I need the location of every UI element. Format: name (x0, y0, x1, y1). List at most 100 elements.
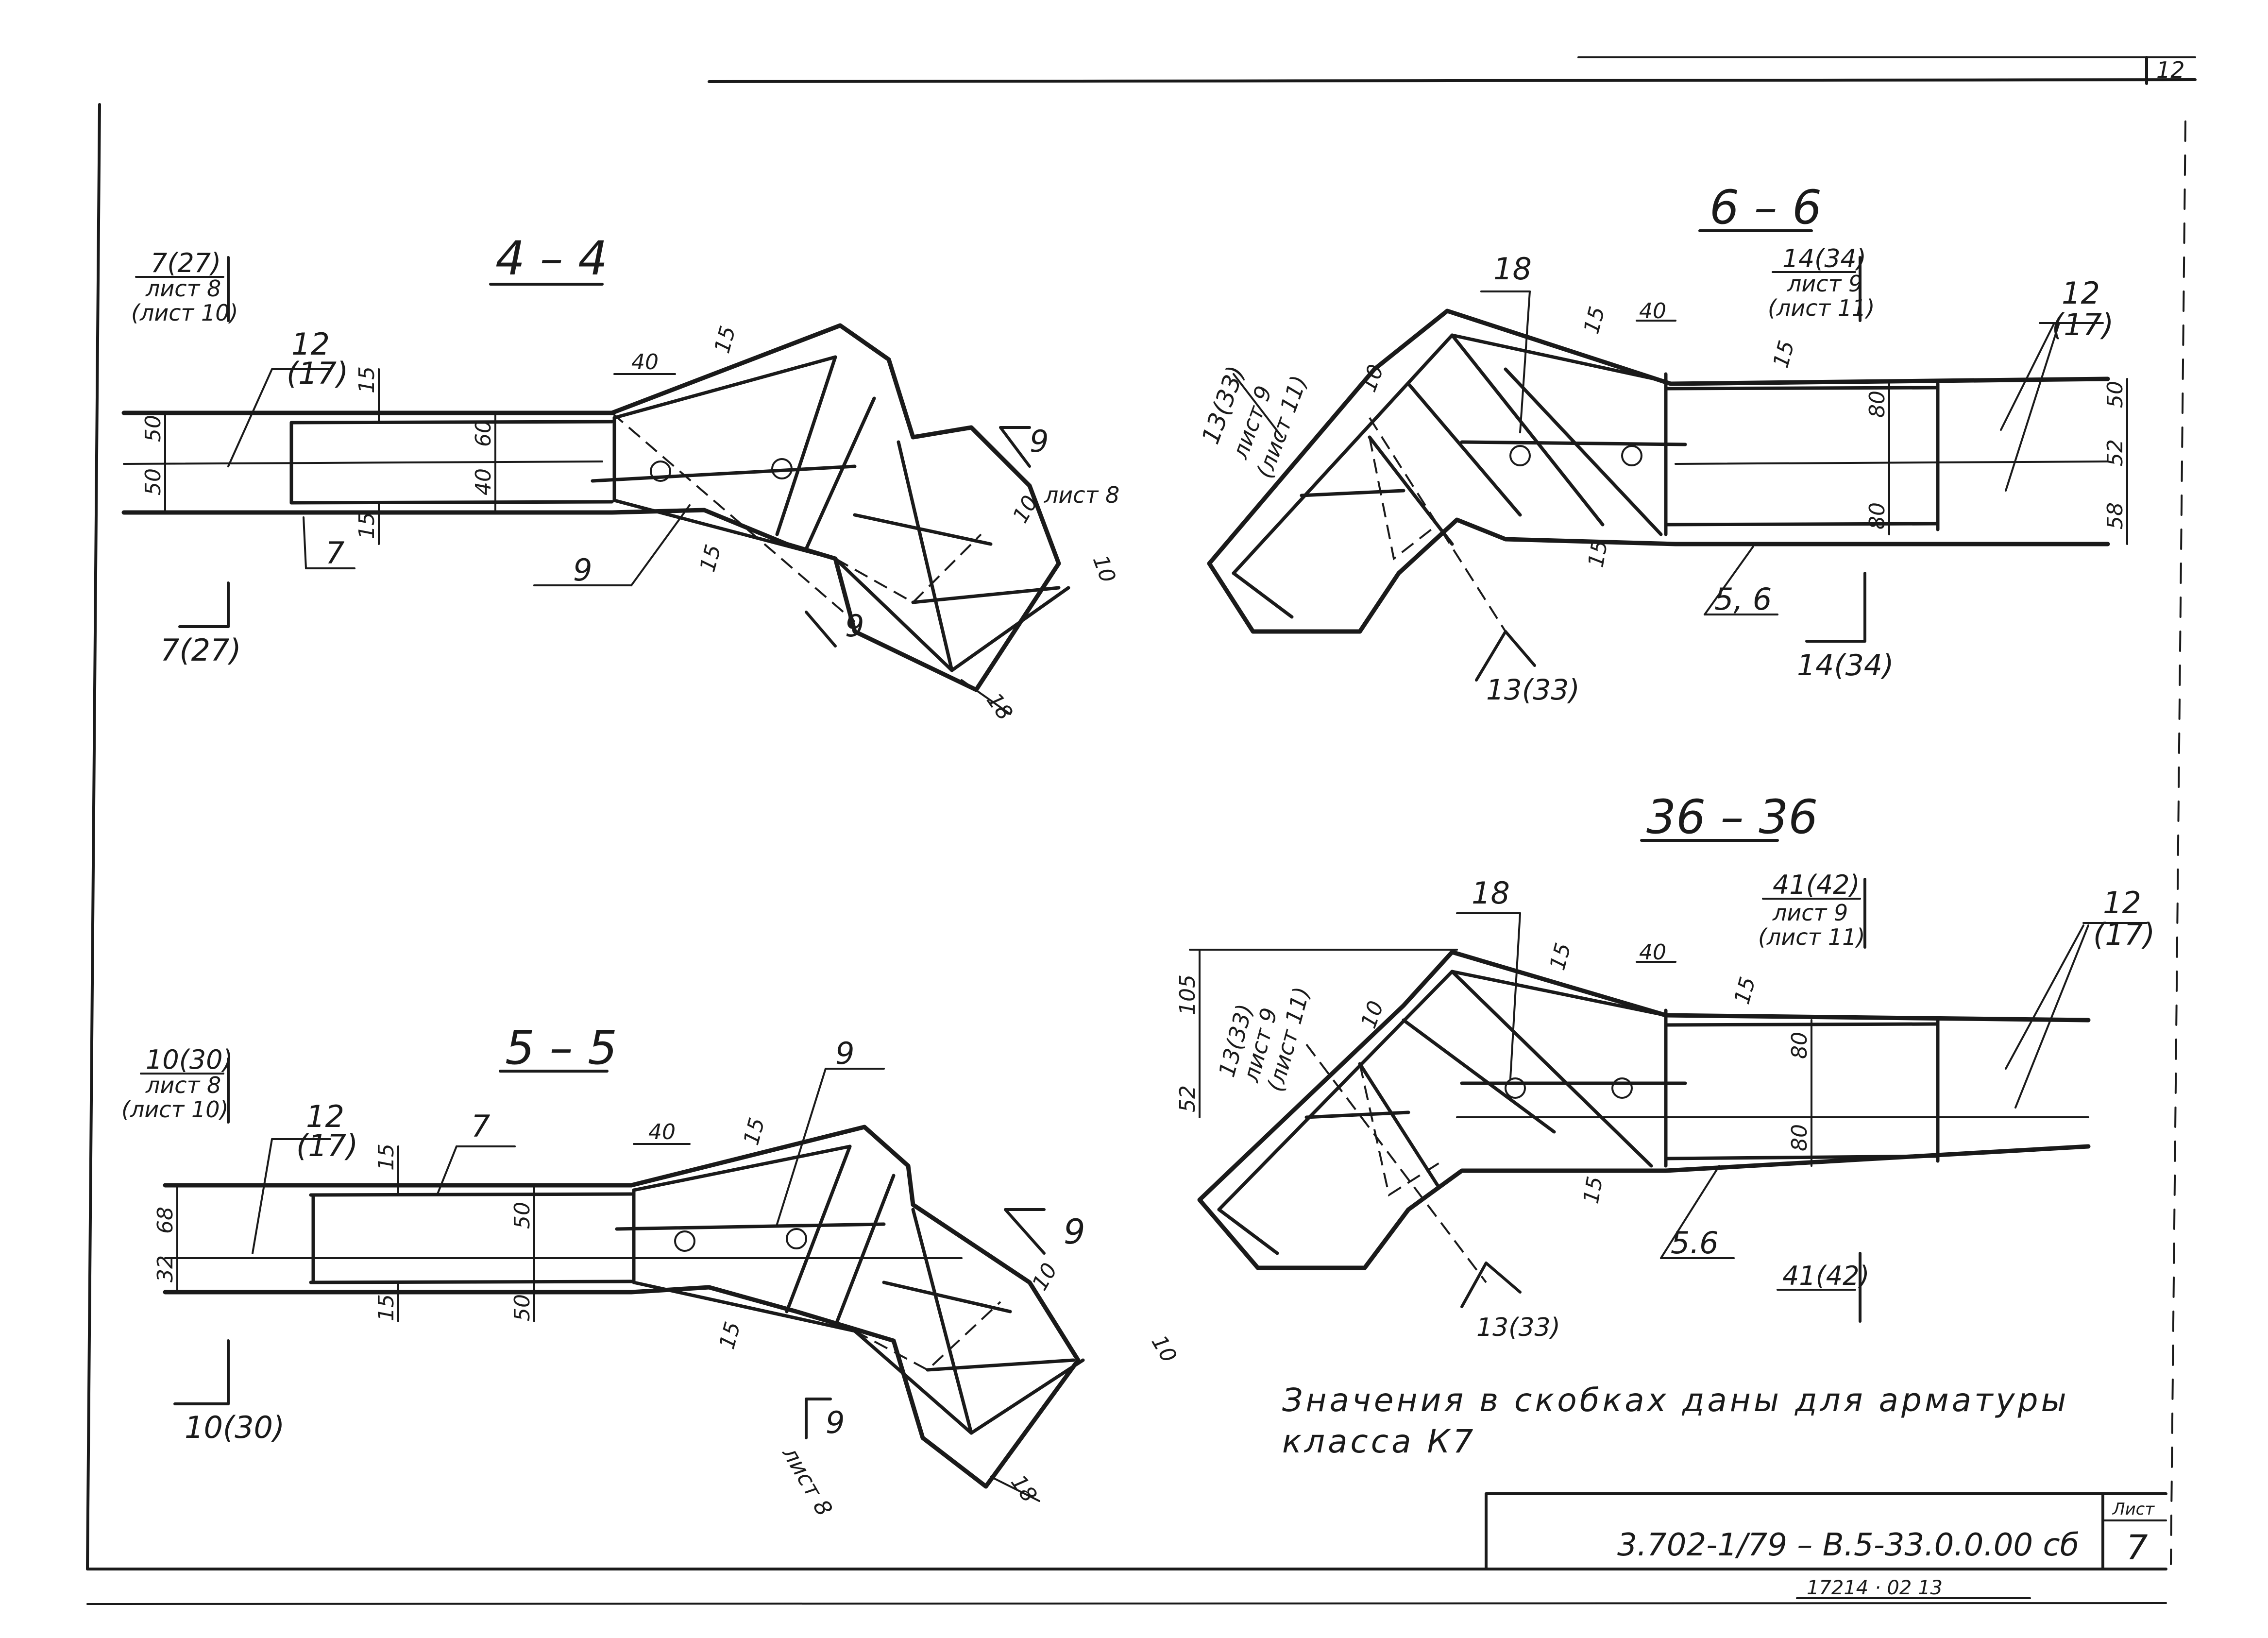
pos-12: 12 (291, 326, 330, 362)
title-block: 3.702-1/79 – В.5-33.0.0.00 сб Лист 7 172… (1485, 1492, 2167, 1599)
pos-12: 12 (2062, 275, 2100, 311)
svg-text:80: 80 (1865, 502, 1890, 529)
svg-text:10(30): 10(30) (185, 1410, 285, 1445)
footer-number: 17214 · 02 13 (1807, 1577, 1943, 1599)
svg-text:40: 40 (648, 1120, 676, 1144)
dimensions: 15 40 15 10 80 80 15 50 52 58 (1356, 299, 2128, 569)
corner-number: 12 (2156, 57, 2185, 83)
class-note: Значения в скобках даны для арматуры кла… (1282, 1382, 2069, 1460)
pos-5-6: 5.6 (1671, 1225, 1719, 1261)
svg-text:13(33): 13(33) (1476, 1313, 1560, 1342)
section-title: 6 – 6 (1709, 180, 1822, 235)
svg-text:лист 8: лист 8 (777, 1442, 838, 1520)
section-title: 4 – 4 (495, 231, 608, 286)
svg-text:15: 15 (710, 324, 741, 356)
title-block-sheet-label: Лист (2112, 1500, 2155, 1519)
concrete-outline (1197, 950, 2091, 1270)
svg-text:15: 15 (1579, 1175, 1608, 1206)
svg-text:лист 9: лист 9 (1787, 271, 1862, 297)
svg-text:15: 15 (374, 1294, 399, 1321)
svg-text:15: 15 (695, 542, 726, 575)
pos-12: 12 (2103, 885, 2141, 921)
svg-text:13(33): 13(33) (1486, 673, 1580, 706)
pos-5-6: 5, 6 (1714, 581, 1772, 617)
note-line-1: Значения в скобках даны для арматуры (1282, 1382, 2069, 1419)
svg-text:58: 58 (2103, 502, 2128, 529)
section-ref-diag: 13(33) (1460, 1262, 1560, 1342)
svg-text:10: 10 (1088, 552, 1120, 586)
sheet-frame: 12 (86, 56, 2197, 1605)
concrete-outline (163, 1125, 1081, 1489)
svg-text:41(42): 41(42) (1773, 870, 1860, 900)
pos-12: 12 (306, 1099, 344, 1134)
svg-text:14(34): 14(34) (1797, 648, 1894, 682)
svg-text:52: 52 (1175, 1085, 1200, 1112)
section-title: 36 – 36 (1646, 790, 1818, 844)
svg-text:14(34): 14(34) (1782, 244, 1866, 273)
rebar-top (289, 420, 614, 425)
title-block-code: 3.702-1/79 – В.5-33.0.0.00 сб (1617, 1527, 2079, 1563)
svg-text:50: 50 (141, 415, 166, 442)
svg-text:50: 50 (2103, 381, 2128, 408)
svg-text:60: 60 (471, 420, 496, 447)
pos-18: 18 (1472, 875, 1510, 911)
svg-text:15: 15 (374, 1143, 399, 1171)
svg-text:лист 8: лист 8 (145, 275, 221, 302)
pos-7: 7 (325, 535, 344, 571)
svg-text:15: 15 (739, 1115, 770, 1148)
svg-text:15: 15 (1729, 974, 1760, 1007)
cut-mark-9: 9 лист 8 9 (805, 424, 1119, 648)
section-ref-bottom: 10(30) (173, 1339, 285, 1445)
section-6-6: 6 – 6 18 12 (17) 5, 6 15 (1196, 180, 2128, 706)
svg-text:(лист 11): (лист 11) (1768, 295, 1875, 321)
svg-text:10(30): 10(30) (146, 1044, 233, 1075)
svg-text:80: 80 (1787, 1124, 1812, 1151)
svg-text:50: 50 (510, 1294, 535, 1321)
svg-text:15: 15 (355, 366, 379, 393)
svg-text:40: 40 (1639, 940, 1666, 965)
svg-text:50: 50 (510, 1202, 535, 1229)
svg-text:9: 9 (826, 1405, 845, 1440)
concrete-outline (1207, 308, 2110, 634)
svg-text:50: 50 (141, 468, 166, 495)
pos-17: (17) (296, 1128, 358, 1163)
section-title: 5 – 5 (505, 1021, 617, 1075)
svg-text:лист 9: лист 9 (1772, 900, 1848, 926)
section-ref-bottom: 7(27) (160, 581, 241, 668)
svg-text:лист 8: лист 8 (1044, 482, 1119, 508)
svg-text:(лист 10): (лист 10) (131, 300, 238, 326)
svg-text:7(27): 7(27) (160, 632, 241, 668)
svg-text:105: 105 (1175, 974, 1200, 1015)
svg-text:7(27): 7(27) (151, 248, 221, 278)
svg-text:15: 15 (1579, 304, 1610, 337)
pos-17: (17) (2052, 307, 2114, 342)
svg-text:10: 10 (1008, 492, 1043, 528)
svg-text:80: 80 (1787, 1032, 1812, 1059)
svg-text:15: 15 (355, 512, 379, 539)
rebar-bottom (289, 500, 614, 505)
dimensions: 50 50 15 15 60 40 40 15 15 10 10 18 (141, 324, 1120, 725)
concrete-outline (121, 323, 1061, 692)
section-ref-bottom: 41(42) (1777, 1252, 1870, 1323)
pos-9: 9 (573, 552, 592, 588)
svg-text:52: 52 (2103, 439, 2128, 466)
section-36-36: 36 – 36 18 12 (17) 5.6 105 (1175, 790, 2155, 1342)
svg-text:15: 15 (714, 1319, 745, 1352)
section-5-5: 5 – 5 12 (17) 7 9 68 32 (121, 1021, 1182, 1520)
section-ref-top: 7(27) лист 8 (лист 10) (131, 248, 238, 326)
svg-text:10: 10 (1356, 361, 1388, 395)
section-ref-top: 10(30) лист 8 (лист 10) (121, 1044, 233, 1124)
svg-text:41(42): 41(42) (1782, 1261, 1870, 1291)
svg-text:15: 15 (1584, 538, 1613, 569)
svg-text:80: 80 (1865, 391, 1890, 418)
svg-text:18: 18 (1006, 1470, 1042, 1507)
cut-mark-9: 9 9 лист 8 (777, 1208, 1085, 1520)
svg-text:32: 32 (153, 1255, 178, 1282)
section-4-4: 4 – 4 12 (17) 7 9 (121, 231, 1120, 725)
svg-text:18: 18 (982, 688, 1017, 725)
svg-text:9: 9 (1064, 1212, 1085, 1252)
svg-text:15: 15 (1768, 338, 1799, 371)
title-block-sheet-number: 7 (2126, 1528, 2148, 1568)
pos-18: 18 (1493, 251, 1532, 287)
